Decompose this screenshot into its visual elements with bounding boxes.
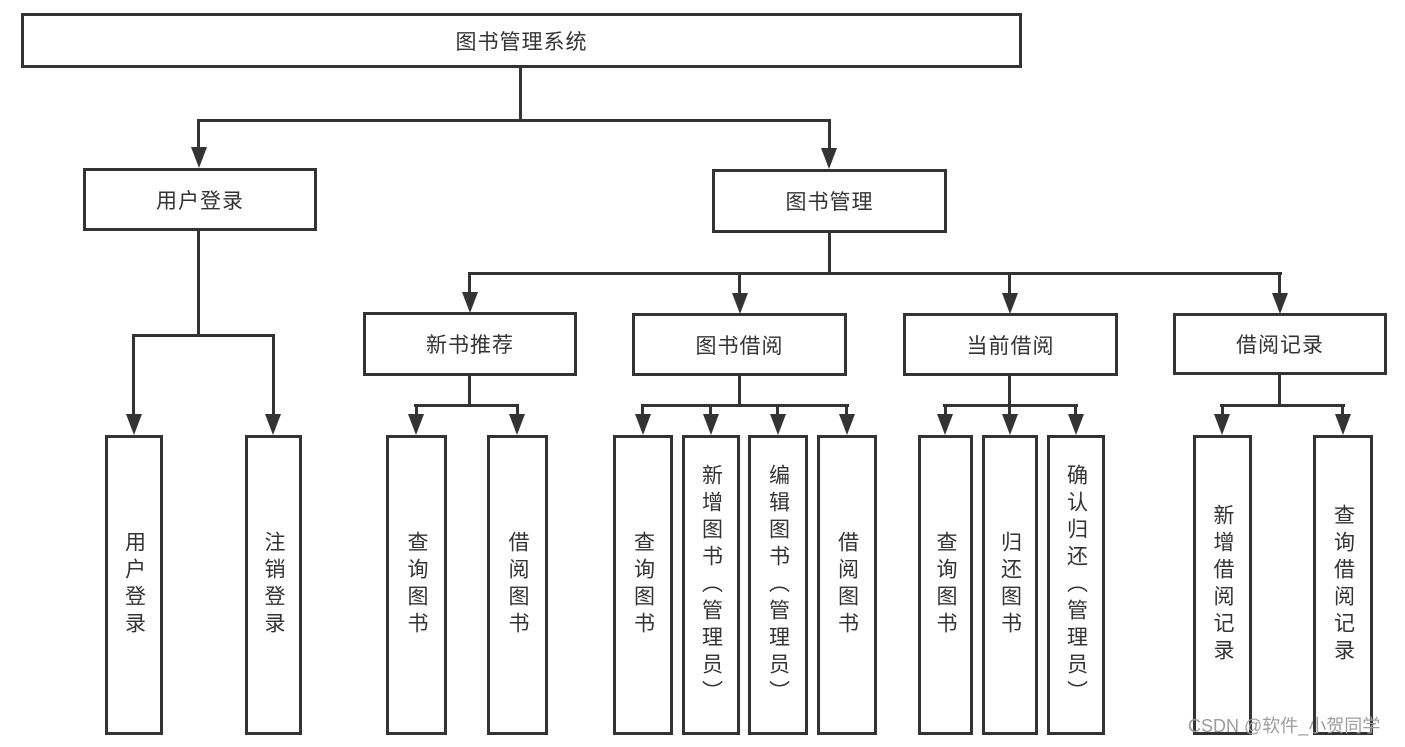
node-label: 查询图书 bbox=[405, 531, 428, 639]
node-leaf-query-borrow-record: 查询借阅记录 bbox=[1313, 435, 1373, 735]
arrowhead-leaf bbox=[937, 414, 953, 435]
node-label: 归还图书 bbox=[998, 531, 1022, 639]
connector-stem-user-login-leaf bbox=[132, 334, 135, 416]
node-label: 查询借阅记录 bbox=[1331, 504, 1355, 666]
node-leaf-query-books-borrowing: 查询图书 bbox=[613, 435, 673, 735]
node-label: 确认归还（管理员） bbox=[1064, 463, 1088, 707]
watermark-text: CSDN @软件_小贺同学 bbox=[1188, 716, 1381, 736]
connector-stem-leaf bbox=[415, 404, 418, 417]
connector-stem-new-book-recommendation bbox=[468, 272, 471, 294]
connector-recommendation-stub bbox=[468, 374, 471, 407]
node-label: 查询图书 bbox=[934, 531, 957, 639]
node-label: 用户登录 bbox=[156, 189, 244, 213]
node-label: 新增借阅记录 bbox=[1211, 504, 1234, 666]
connector-user-login-stub bbox=[197, 229, 200, 337]
node-label: 图书管理系统 bbox=[455, 30, 588, 54]
arrowhead-user-login-leaf bbox=[126, 414, 142, 435]
node-label: 编辑图书（管理员） bbox=[766, 463, 790, 707]
arrowhead-leaf bbox=[635, 414, 651, 435]
arrowhead-logout-leaf bbox=[265, 414, 281, 435]
node-label: 新书推荐 bbox=[426, 334, 514, 357]
node-label: 借阅图书 bbox=[835, 531, 859, 639]
connector-stem-leaf bbox=[1341, 404, 1344, 417]
connector-stem-logout-leaf bbox=[272, 334, 275, 416]
connector-borrowing-stub bbox=[738, 374, 741, 407]
arrowhead-leaf bbox=[1214, 414, 1230, 435]
node-book-borrowing: 图书借阅 bbox=[632, 313, 847, 376]
connector-recommendation-bus bbox=[414, 404, 519, 407]
arrowhead-leaf bbox=[703, 414, 719, 435]
node-leaf-user-login: 用户登录 bbox=[105, 435, 163, 735]
node-new-book-recommendation: 新书推荐 bbox=[363, 312, 577, 376]
node-leaf-confirm-return-admin: 确认归还（管理员） bbox=[1047, 435, 1105, 735]
arrowhead-book-management bbox=[821, 148, 837, 169]
node-label: 新增图书（管理员） bbox=[699, 463, 723, 707]
connector-root-bus bbox=[198, 119, 831, 122]
connector-current-stub bbox=[1008, 374, 1011, 407]
node-label: 用户登录 bbox=[122, 531, 146, 639]
connector-records-stub bbox=[1278, 373, 1281, 407]
node-leaf-query-books-recommendation: 查询图书 bbox=[386, 435, 447, 735]
node-label: 查询图书 bbox=[631, 531, 655, 639]
connector-borrowing-bus bbox=[641, 404, 849, 407]
arrowhead-new-book-recommendation bbox=[462, 292, 478, 313]
connector-stem-leaf bbox=[641, 404, 644, 417]
connector-stem-current-borrowing bbox=[1008, 272, 1011, 294]
connector-stem-leaf bbox=[776, 404, 779, 417]
connector-records-bus bbox=[1220, 404, 1345, 407]
node-leaf-add-borrow-record: 新增借阅记录 bbox=[1193, 435, 1252, 735]
connector-stem-leaf bbox=[1008, 404, 1011, 417]
node-label: 借阅记录 bbox=[1236, 334, 1324, 357]
node-borrowing-records: 借阅记录 bbox=[1173, 313, 1387, 375]
connector-stem-book-borrowing bbox=[738, 272, 741, 294]
node-library-management-system: 图书管理系统 bbox=[21, 13, 1022, 68]
connector-stem-leaf bbox=[944, 404, 947, 417]
node-leaf-add-books-admin: 新增图书（管理员） bbox=[682, 435, 740, 735]
arrowhead-leaf bbox=[1068, 414, 1084, 435]
connector-user-login-bus bbox=[132, 334, 275, 337]
arrowhead-user-login bbox=[191, 147, 207, 168]
node-book-management: 图书管理 bbox=[712, 169, 947, 233]
connector-stem-borrowing-records bbox=[1278, 272, 1281, 294]
node-label: 当前借阅 bbox=[966, 334, 1055, 358]
node-user-login: 用户登录 bbox=[83, 168, 317, 231]
arrowhead-borrowing-records bbox=[1272, 293, 1288, 314]
arrowhead-leaf bbox=[509, 414, 525, 435]
connector-stem-leaf bbox=[516, 404, 519, 417]
connector-book-management-bus bbox=[468, 272, 1282, 275]
arrowhead-leaf bbox=[1335, 414, 1351, 435]
arrowhead-book-borrowing bbox=[732, 293, 748, 314]
connector-stem-book-management bbox=[828, 119, 831, 151]
arrowhead-leaf bbox=[770, 414, 786, 435]
connector-book-management-stub bbox=[828, 231, 831, 275]
node-current-borrowing: 当前借阅 bbox=[903, 313, 1118, 376]
connector-stem-leaf bbox=[1221, 404, 1224, 417]
arrowhead-leaf bbox=[1002, 414, 1018, 435]
node-label: 注销登录 bbox=[262, 531, 285, 639]
node-leaf-edit-books-admin: 编辑图书（管理员） bbox=[748, 435, 808, 735]
arrowhead-leaf bbox=[839, 414, 855, 435]
connector-root-stub bbox=[519, 68, 522, 122]
node-leaf-borrow-books-recommendation: 借阅图书 bbox=[487, 435, 548, 735]
connector-stem-leaf bbox=[845, 404, 848, 417]
connector-stem-leaf bbox=[1074, 404, 1077, 417]
connector-stem-user-login bbox=[197, 119, 200, 151]
arrowhead-current-borrowing bbox=[1002, 293, 1018, 314]
node-leaf-logout: 注销登录 bbox=[245, 435, 302, 735]
node-label: 图书管理 bbox=[785, 191, 874, 214]
arrowhead-leaf bbox=[408, 414, 424, 435]
node-leaf-return-books: 归还图书 bbox=[982, 435, 1038, 735]
node-leaf-query-books-current: 查询图书 bbox=[918, 435, 973, 735]
node-label: 借阅图书 bbox=[506, 531, 529, 639]
connector-stem-leaf bbox=[709, 404, 712, 417]
node-label: 图书借阅 bbox=[695, 334, 784, 358]
node-leaf-borrow-books-borrowing: 借阅图书 bbox=[817, 435, 877, 735]
